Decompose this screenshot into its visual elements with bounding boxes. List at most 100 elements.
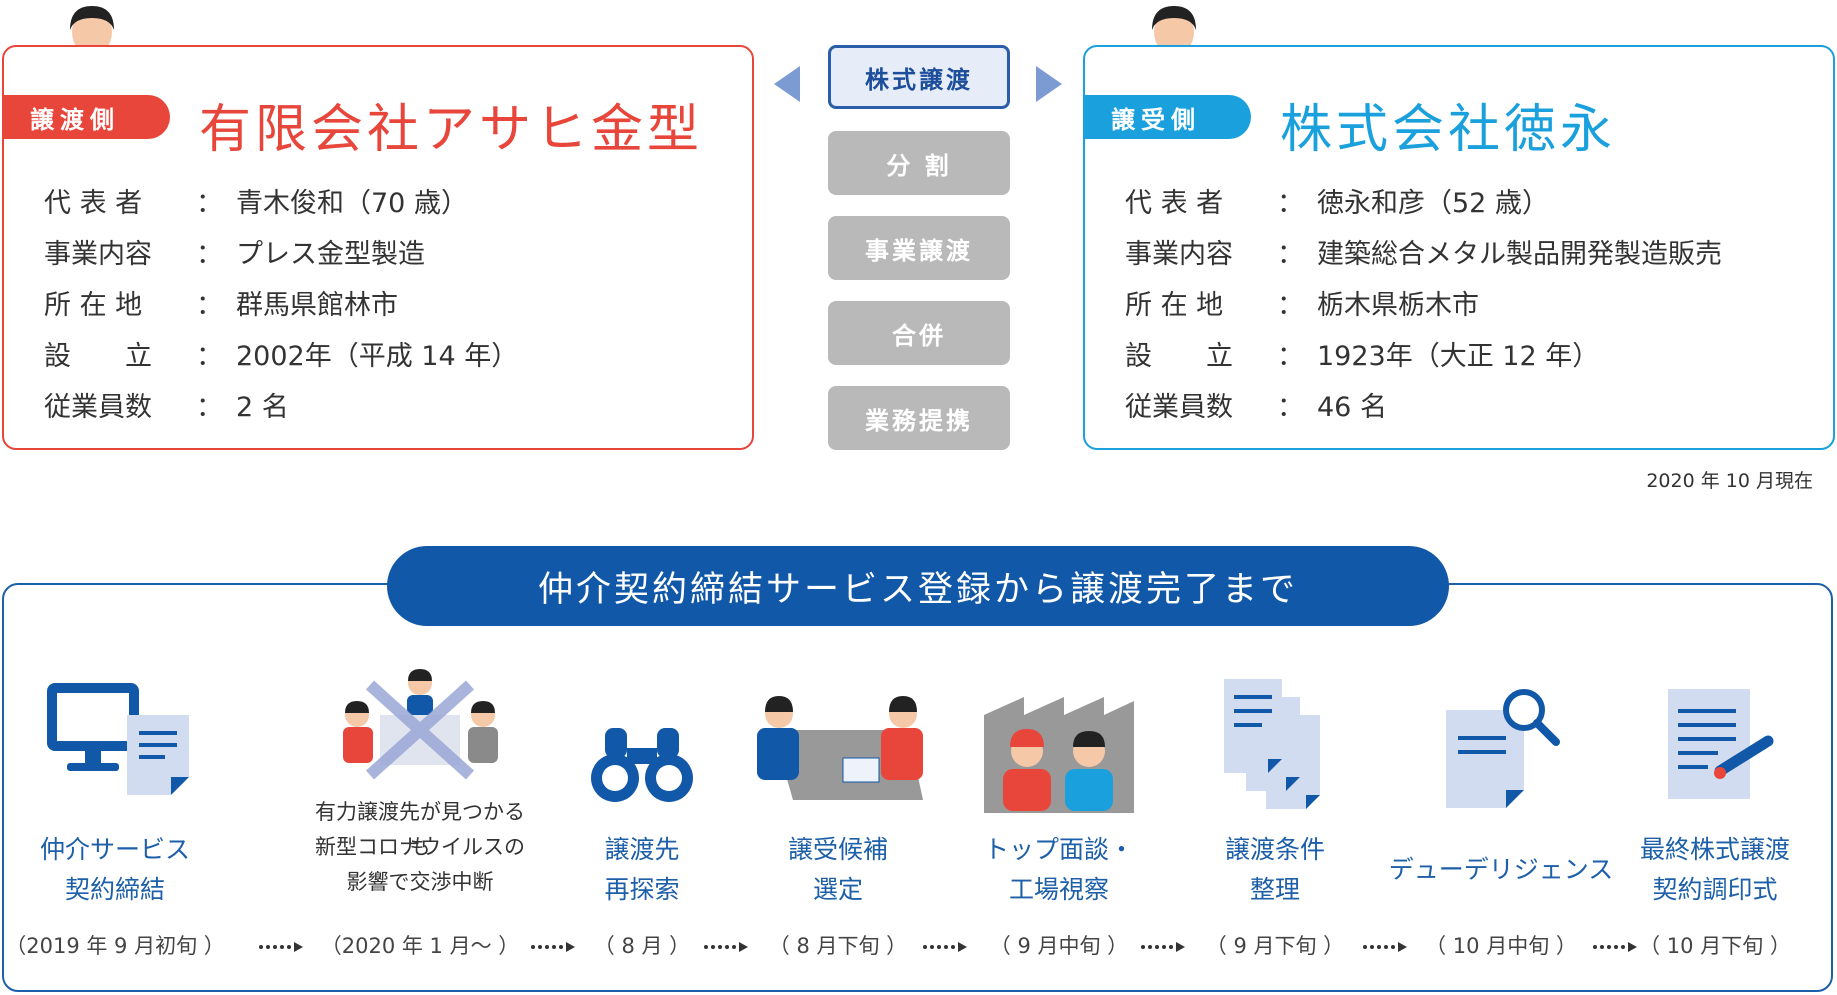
- info-key: 従業員数: [1125, 392, 1233, 423]
- info-separator: ：: [196, 341, 223, 372]
- info-key: 所 在 地: [1125, 290, 1224, 321]
- binoculars-icon: [591, 728, 693, 802]
- step-label: 再探索: [604, 875, 680, 904]
- factory-meeting-icon: [984, 697, 1134, 813]
- step-time: （ 9 月下旬 ）: [1205, 934, 1345, 958]
- info-row: 所 在 地 ： 栃木県栃木市: [1125, 277, 1722, 328]
- type-merger: 合併: [828, 301, 1010, 365]
- info-key: 所 在 地: [44, 290, 143, 321]
- info-separator: ：: [1277, 239, 1304, 270]
- documents-icon: [1224, 679, 1320, 809]
- info-key: 代 表 者: [1125, 188, 1224, 219]
- step-label: 譲渡先: [604, 835, 680, 864]
- info-row: 事業内容 ： 建築総合メタル製品開発製造販売: [1125, 226, 1722, 277]
- info-value: 2 名: [236, 392, 289, 423]
- info-separator: ：: [196, 392, 223, 423]
- step-label: 最終株式譲渡: [1639, 835, 1790, 864]
- info-value: 青木俊和（70 歳）: [236, 188, 468, 219]
- info-key: 設 立: [44, 341, 152, 372]
- info-separator: ：: [1277, 392, 1304, 423]
- computer-document-icon: [47, 683, 189, 795]
- buyer-info: 代 表 者 ： 徳永和彦（52 歳） 事業内容 ： 建築総合メタル製品開発製造販売 所 …: [1125, 175, 1722, 430]
- seller-info: 代 表 者 ： 青木俊和（70 歳） 事業内容 ： プレス金型製造 所 在 地 ： 群馬県館…: [44, 175, 518, 430]
- info-key: 代 表 者: [44, 188, 143, 219]
- type-alliance: 業務提携: [828, 386, 1010, 450]
- step-time: （2020 年 1 月〜 ）: [320, 934, 520, 958]
- step-label: 譲渡条件: [1224, 835, 1325, 864]
- dotted-arrow-icon: [531, 942, 575, 952]
- step-time: （ 10 月中旬 ）: [1425, 934, 1577, 958]
- process-title: 仲介契約締結サービス登録から譲渡完了まで: [387, 546, 1449, 626]
- step-label: 契約調印式: [1652, 875, 1778, 904]
- dotted-arrow-icon: [1141, 942, 1185, 952]
- info-key: 従業員数: [44, 392, 152, 423]
- info-value: 建築総合メタル製品開発製造販売: [1317, 239, 1722, 270]
- step-label: 影響で交渉中断: [346, 870, 494, 894]
- info-row: 設 立：1923年（大正 12 年）: [1125, 328, 1722, 379]
- step-label: 選定: [812, 875, 863, 904]
- step-label: 整理: [1249, 875, 1300, 904]
- step-label: 譲受候補: [787, 835, 888, 864]
- step-research: 譲渡先 再探索: [527, 665, 757, 904]
- info-separator: ：: [196, 290, 223, 321]
- step-due-diligence: デューデリジェンス: [1386, 665, 1616, 884]
- info-row: 事業内容 ： プレス金型製造: [44, 226, 518, 277]
- info-value: 1923年（大正 12 年）: [1317, 341, 1600, 372]
- info-row: 従業員数 ： 46 名: [1125, 379, 1722, 430]
- cancelled-meeting-icon: [343, 669, 498, 780]
- seller-card: 譲渡側 有限会社アサヒ金型 代 表 者 ： 青木俊和（70 歳） 事業内容 ： プレス金…: [2, 45, 754, 450]
- negotiation-icon: [757, 696, 923, 800]
- buyer-tag: 譲受側: [1083, 95, 1251, 139]
- contract-signing-icon: [1668, 689, 1774, 799]
- right-arrow-icon: [1036, 66, 1062, 102]
- type-business-transfer: 事業譲渡: [828, 216, 1010, 280]
- info-key: 設 立: [1125, 341, 1233, 372]
- info-key: 事業内容: [44, 239, 152, 270]
- step-signing: 最終株式譲渡 契約調印式: [1600, 665, 1830, 904]
- dotted-arrow-icon: [1363, 942, 1407, 952]
- step-label: トップ面談・: [983, 835, 1134, 864]
- step-candidate: 譲受候補 選定: [723, 665, 953, 904]
- type-stock-transfer: 株式譲渡: [828, 45, 1010, 109]
- info-value: 群馬県館林市: [236, 290, 398, 321]
- step-time: （ 10 月下旬 ）: [1639, 934, 1791, 958]
- info-row: 所 在 地 ： 群馬県館林市: [44, 277, 518, 328]
- info-value: プレス金型製造: [236, 239, 425, 270]
- step-label: 契約締結: [64, 875, 165, 904]
- info-row: 設 立 ： 2002年（平成 14 年）: [44, 328, 518, 379]
- step-label: 新型コロナウイルスの: [315, 835, 525, 859]
- left-arrow-icon: [774, 66, 800, 102]
- buyer-company-name: 株式会社徳永: [1280, 100, 1617, 160]
- dotted-arrow-icon: [704, 942, 748, 952]
- step-interrupted: 有力譲渡先が見つかるも 新型コロナウイルスの 影響で交渉中断: [305, 665, 535, 894]
- seller-company-name: 有限会社アサヒ金型: [199, 100, 704, 160]
- step-label: 有力譲渡先が見つかるも: [315, 800, 525, 859]
- magnifier-document-icon: [1446, 689, 1560, 808]
- step-time: （2019 年 9 月初旬 ）: [5, 934, 225, 958]
- info-value: 栃木県栃木市: [1317, 290, 1479, 321]
- dotted-arrow-icon: [923, 942, 967, 952]
- as-of-date: 2020 年 10 月現在: [1646, 470, 1813, 492]
- type-split: 分 割: [828, 131, 1010, 195]
- step-contract: 仲介サービス 契約締結: [0, 665, 230, 904]
- buyer-card: 譲受側 株式会社徳永 代 表 者 ： 徳永和彦（52 歳） 事業内容 ： 建築総合メタル…: [1083, 45, 1835, 450]
- info-separator: ：: [196, 239, 223, 270]
- step-time: （ 8 月 ）: [593, 934, 691, 958]
- step-time: （ 9 月中旬 ）: [989, 934, 1129, 958]
- info-row: 従業員数 ： 2 名: [44, 379, 518, 430]
- info-separator: ：: [196, 188, 223, 219]
- step-label: 仲介サービス: [39, 835, 190, 864]
- dotted-arrow-icon: [259, 942, 303, 952]
- step-time: （ 8 月下旬 ）: [768, 934, 908, 958]
- dotted-arrow-icon: [1593, 942, 1637, 952]
- info-value: 2002年（平成 14 年）: [236, 341, 519, 372]
- info-separator: ：: [1277, 188, 1304, 219]
- info-value: 徳永和彦（52 歳）: [1317, 188, 1549, 219]
- step-top-meeting: トップ面談・ 工場視察: [944, 665, 1174, 904]
- info-key: 事業内容: [1125, 239, 1233, 270]
- info-row: 代 表 者 ： 徳永和彦（52 歳）: [1125, 175, 1722, 226]
- seller-tag: 譲渡側: [2, 95, 170, 139]
- info-value: 46 名: [1317, 392, 1387, 423]
- info-row: 代 表 者 ： 青木俊和（70 歳）: [44, 175, 518, 226]
- info-separator: ：: [1277, 290, 1304, 321]
